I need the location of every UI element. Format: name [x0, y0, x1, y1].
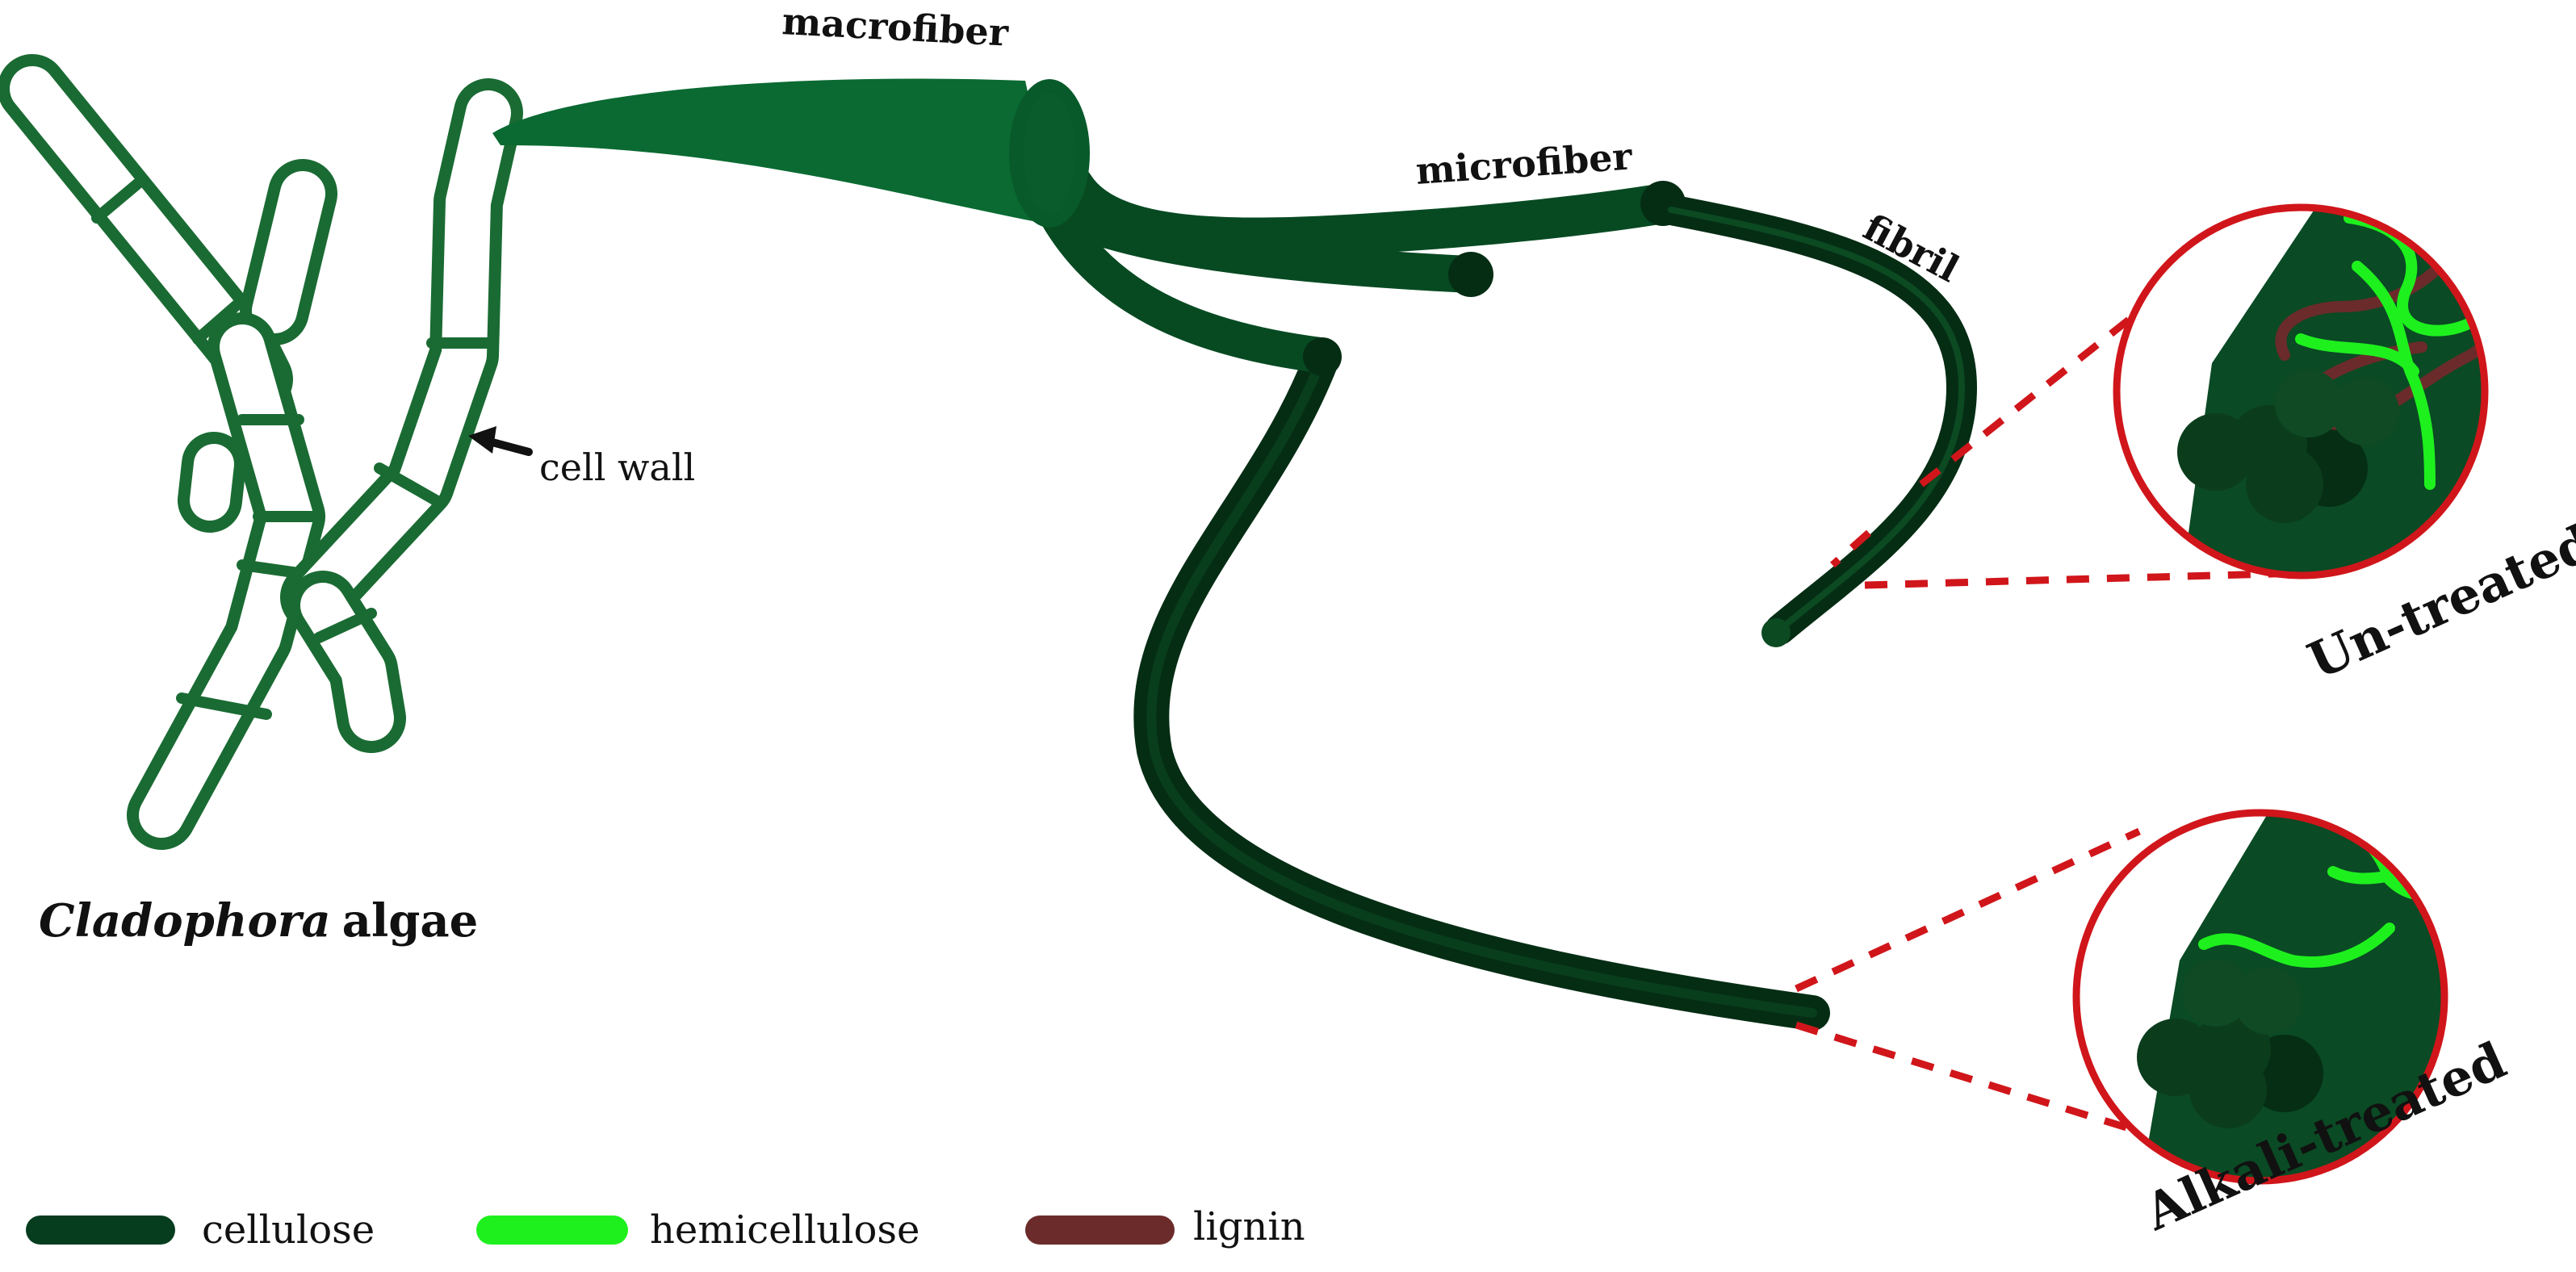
legend-swatch-lignin [1025, 1216, 1175, 1245]
label-cell-wall: cell wall [539, 446, 695, 489]
algae-filament-3 [127, 312, 325, 850]
legend-item-lignin: lignin [1025, 1204, 1305, 1249]
macrofiber [492, 78, 1090, 228]
alkali-cellulose-fibrils [2137, 959, 2323, 1128]
main-microfiber [1053, 165, 1686, 258]
label-algae-rest: algae [342, 894, 479, 948]
label-algae-italic: Cladophora [39, 894, 331, 948]
fibril [1656, 195, 1978, 647]
legend-swatch-hemicellulose [476, 1216, 628, 1245]
algae-cell-divisions [91, 178, 498, 720]
alkali-treated-zoom-circle [2072, 809, 2448, 1185]
legend-label-cellulose: cellulose [202, 1207, 375, 1253]
label-microfiber: microfiber [1414, 134, 1634, 193]
zoom-lines [1795, 295, 2302, 1138]
algae-filament-2 [240, 159, 337, 345]
cell-wall-arrow [468, 426, 533, 456]
legend-swatch-cellulose [26, 1216, 175, 1245]
untreated-zoom-circle [2113, 203, 2489, 580]
legend-item-cellulose: cellulose [26, 1207, 375, 1253]
legend-label-hemicellulose: hemicellulose [650, 1207, 919, 1253]
label-macrofiber: macrofiber [781, 0, 1010, 55]
algae-filament-6 [178, 432, 246, 533]
legend: cellulose hemicellulose lignin [26, 1204, 1305, 1253]
legend-item-hemicellulose: hemicellulose [476, 1207, 919, 1253]
cladophora-algae-illustration [0, 54, 523, 850]
lower-fibril-strand [1133, 345, 1830, 1031]
untreated-cellulose-fibrils [2177, 370, 2399, 523]
legend-label-lignin: lignin [1193, 1204, 1305, 1249]
algae-filament-4 [280, 78, 523, 632]
